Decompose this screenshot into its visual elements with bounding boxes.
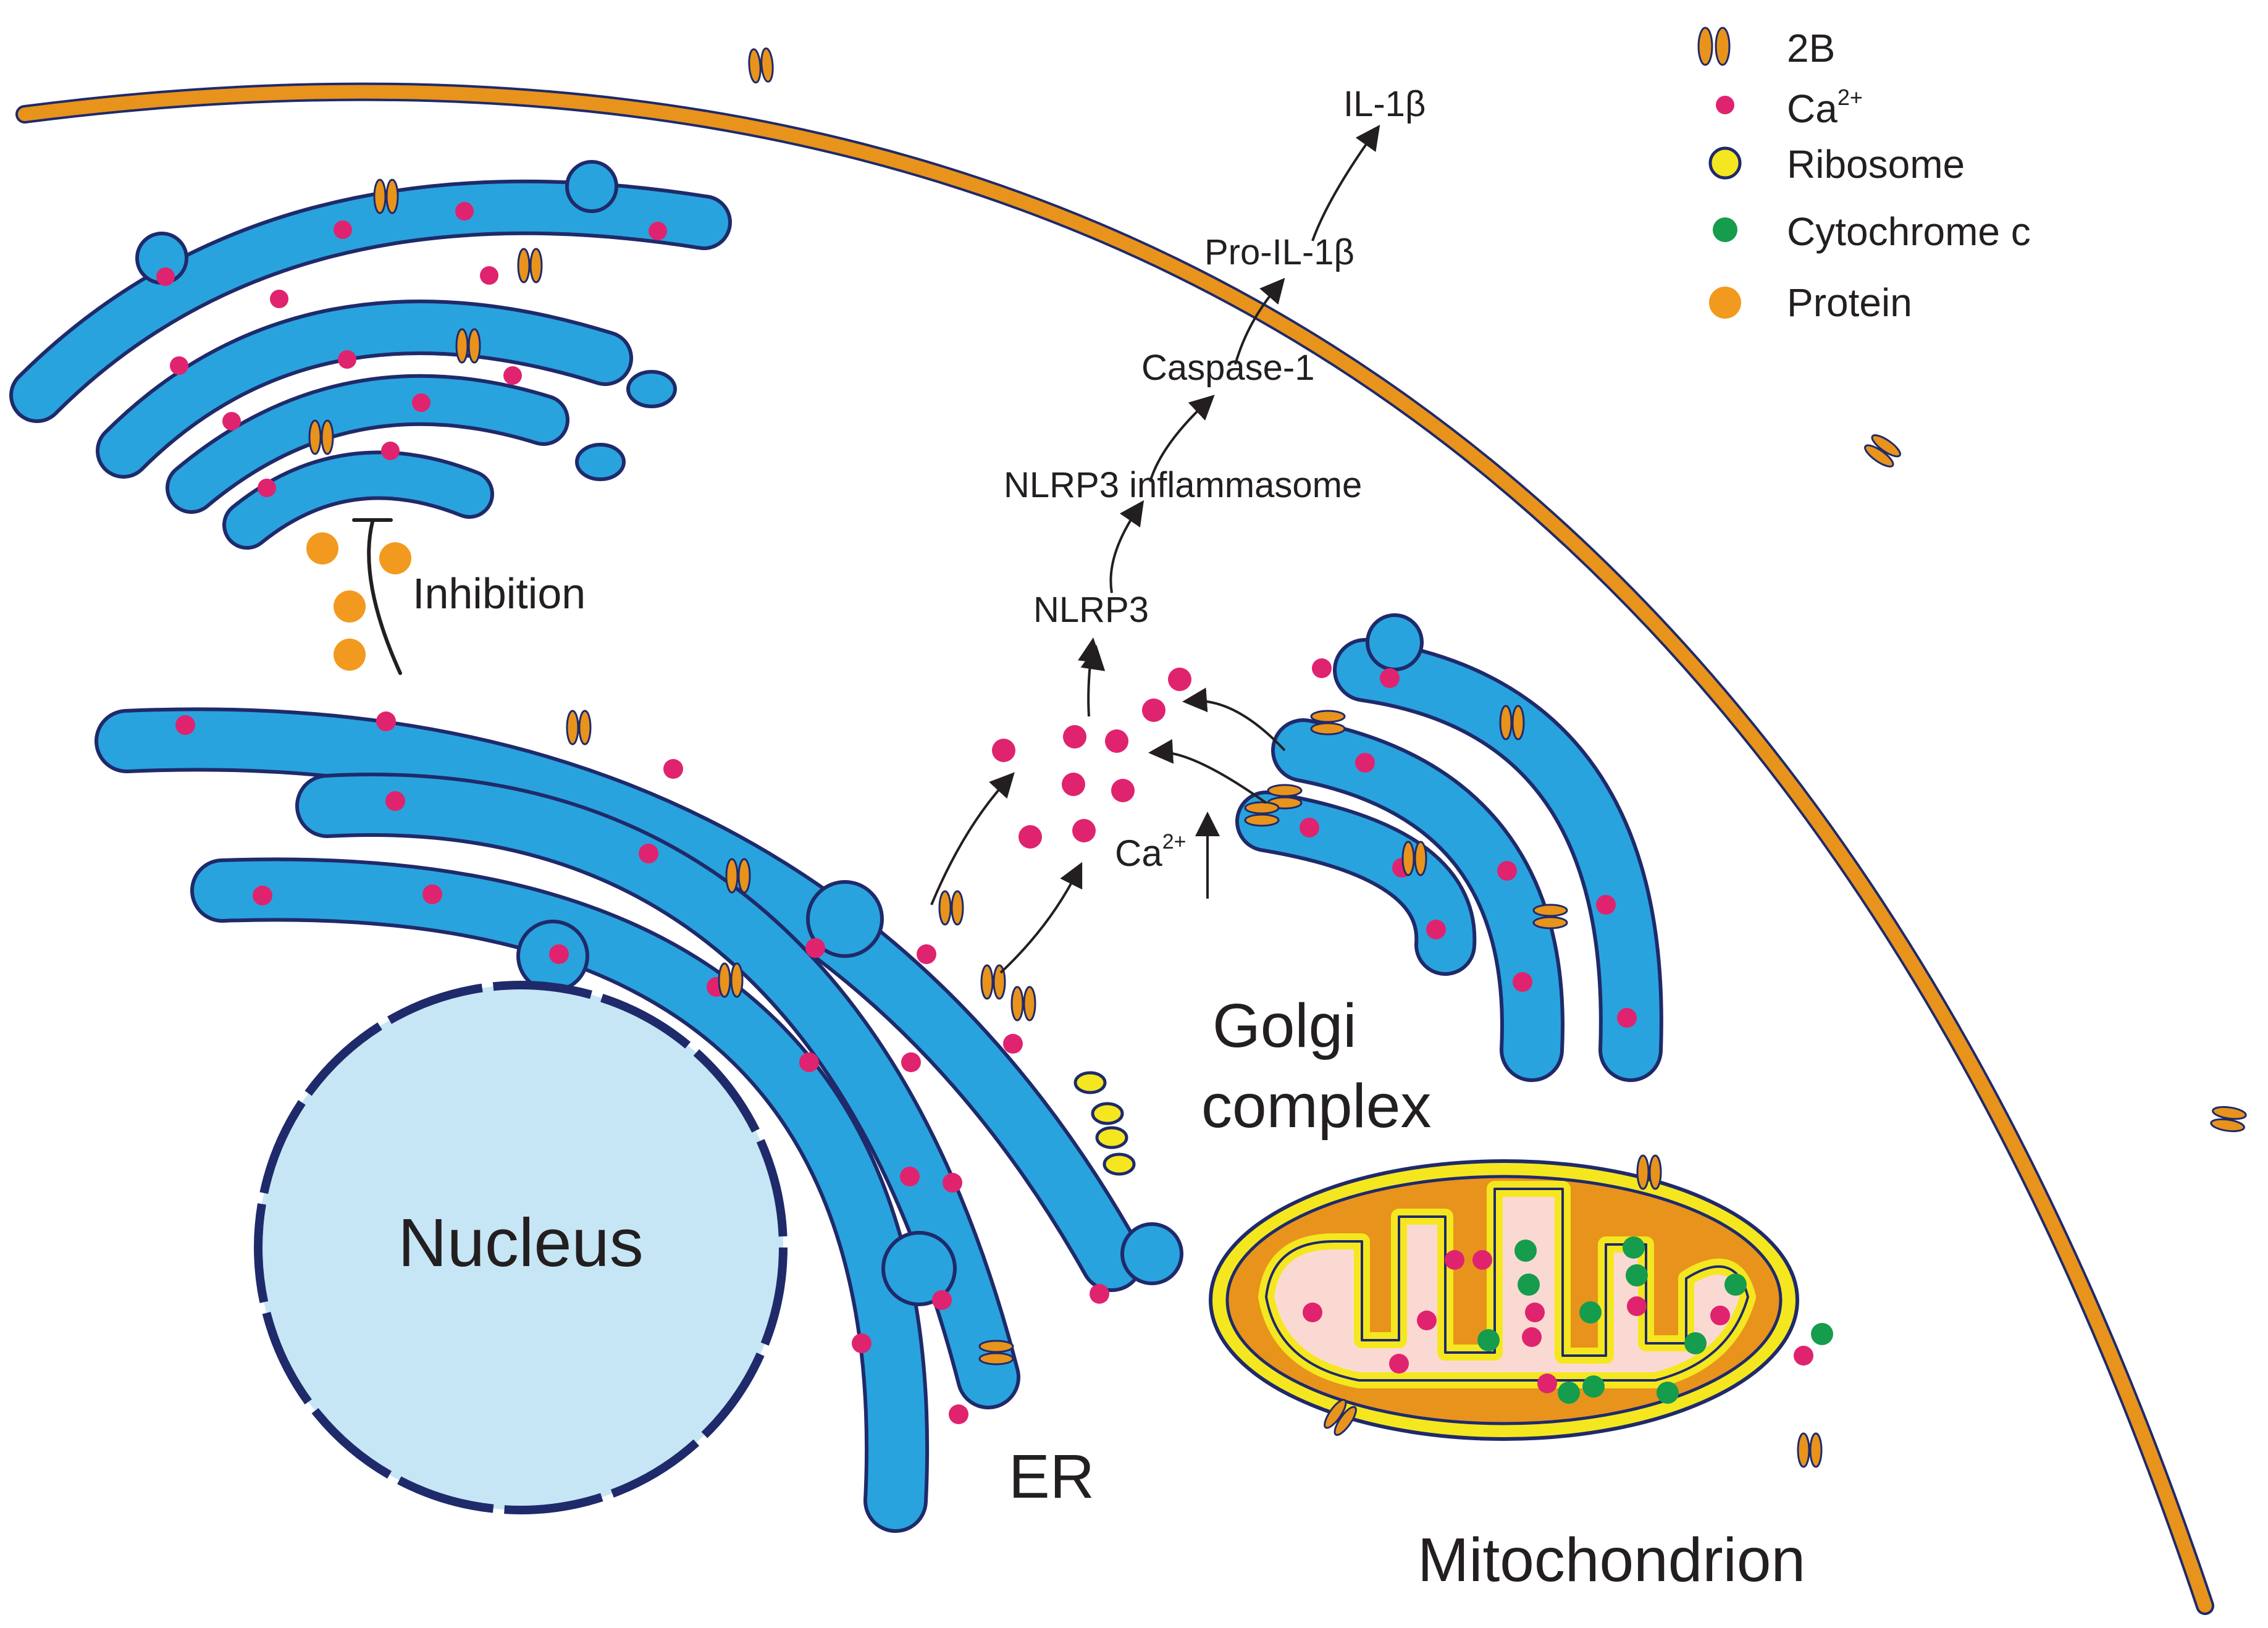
er bbox=[94, 707, 1183, 1533]
legend-2b-icon bbox=[1697, 27, 1731, 66]
mitochondrion-label: Mitochondrion bbox=[1418, 1525, 1805, 1595]
ribosome-cluster bbox=[1073, 1071, 1136, 1176]
protein-cluster bbox=[306, 532, 411, 671]
golgi-ca bbox=[1300, 658, 1637, 1028]
mito-ca bbox=[1303, 1250, 1813, 1393]
mitochondrion bbox=[1209, 1159, 1799, 1441]
legend-cytochrome-c-icon bbox=[1713, 217, 1737, 242]
legend-ca-label: Ca2+ bbox=[1787, 85, 1863, 131]
er-label: ER bbox=[1009, 1442, 1094, 1511]
golgi-label-line2: complex bbox=[1201, 1072, 1431, 1141]
nucleus bbox=[254, 981, 788, 1514]
inhibition-label: Inhibition bbox=[413, 569, 586, 618]
legend-protein-label: Protein bbox=[1787, 280, 1912, 325]
upper-cisternae bbox=[9, 160, 732, 550]
pathway-step-il1b: IL-1β bbox=[1343, 84, 1426, 124]
legend: 2B Ca2+ Ribosome Cytochrome c Protein bbox=[1697, 26, 2031, 325]
nucleus-label: Nucleus bbox=[398, 1205, 643, 1281]
legend-cytochrome-c-label: Cytochrome c bbox=[1787, 209, 2031, 254]
legend-ribosome-icon bbox=[1708, 146, 1742, 180]
legend-ribosome-label: Ribosome bbox=[1787, 142, 1965, 187]
golgi-complex bbox=[1235, 613, 1663, 1082]
released-ca-cluster bbox=[992, 668, 1191, 849]
legend-protein-icon bbox=[1709, 287, 1741, 319]
pathway-step-pro-il1b: Pro-IL-1β bbox=[1204, 232, 1354, 272]
pathway-arrows bbox=[1078, 124, 1380, 717]
mito-cytochrome-c bbox=[1477, 1236, 1833, 1404]
pathway-step-inflammasome: NLRP3 inflammasome bbox=[1004, 465, 1362, 505]
pathway: NLRP3 NLRP3 inflammasome Caspase-1 Pro-I… bbox=[1004, 84, 1426, 717]
pathway-step-caspase1: Caspase-1 bbox=[1141, 348, 1314, 388]
cell-membrane bbox=[15, 82, 2214, 1615]
legend-2b-label: 2B bbox=[1787, 26, 1835, 70]
legend-ca-icon bbox=[1716, 96, 1734, 114]
upper-cisternae-ca bbox=[156, 202, 667, 497]
inhibition-symbol bbox=[352, 518, 402, 675]
ca-release-arrows bbox=[930, 645, 1286, 974]
ca-increase-label: Ca2+ bbox=[1115, 830, 1186, 874]
golgi-label-line1: Golgi bbox=[1212, 991, 1356, 1060]
pathway-step-nlrp3: NLRP3 bbox=[1033, 590, 1149, 630]
